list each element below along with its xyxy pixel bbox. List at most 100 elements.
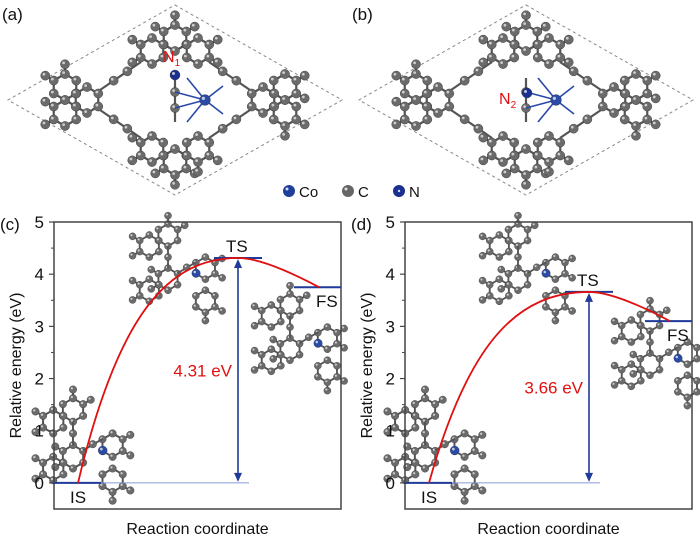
atom-highlight [271, 103, 275, 107]
carbon-atom [48, 101, 59, 112]
atom-highlight [156, 249, 159, 252]
atom-highlight [525, 282, 528, 285]
atom-highlight [42, 72, 46, 76]
carbon-atom [280, 130, 290, 141]
carbon-atom [523, 236, 532, 245]
atom-highlight [480, 134, 484, 138]
atom-highlight [619, 378, 622, 381]
atom-highlight [657, 356, 660, 359]
atom-highlight [193, 293, 196, 296]
carbon-atom [277, 362, 285, 370]
atom-highlight [259, 363, 262, 366]
atom-highlight [137, 293, 140, 296]
atom-highlight [172, 12, 175, 16]
atom-highlight [506, 249, 509, 252]
panel-a-structure: (a) N1 [2, 4, 344, 196]
atom-highlight [137, 249, 140, 252]
atom-highlight [282, 123, 285, 127]
atom-highlight [622, 103, 626, 107]
atom-highlight [424, 77, 428, 81]
atom-highlight [506, 271, 509, 274]
atom-highlight [638, 356, 641, 359]
inset-structure [31, 385, 135, 505]
atom-highlight [160, 152, 164, 156]
atom-highlight [203, 254, 206, 258]
carbon-atom [170, 144, 180, 154]
atom-highlight [61, 460, 64, 463]
carbon-atom [108, 429, 117, 438]
atom-highlight [165, 243, 168, 247]
atom-highlight [647, 373, 650, 376]
carbon-atom [204, 137, 215, 148]
carbon-atom [181, 137, 192, 148]
carbon-atom [391, 411, 400, 420]
carbon-atom [544, 33, 554, 43]
atom-highlight [260, 110, 263, 114]
atom-highlight [647, 328, 650, 332]
atom-highlight [195, 168, 198, 172]
atom-highlight [570, 308, 573, 311]
atom-highlight [422, 387, 425, 390]
atom-highlight [480, 453, 483, 456]
carbon-atom [60, 95, 70, 105]
cobalt-atom [673, 353, 683, 363]
atom-highlight [480, 488, 483, 491]
atom-highlight [278, 352, 281, 355]
atom-highlight [480, 36, 484, 40]
atom-highlight [584, 116, 588, 120]
atom-highlight [110, 454, 113, 457]
atom-highlight [325, 388, 328, 391]
atom-highlight [42, 98, 46, 102]
atom-highlight [293, 116, 297, 120]
atom-highlight [480, 234, 483, 237]
carbon-atom [70, 88, 81, 99]
carbon-atom [267, 323, 276, 331]
cobalt-atom [313, 338, 323, 348]
atom-highlight [137, 54, 141, 58]
carbon-atom [299, 70, 310, 81]
atom-highlight [80, 413, 84, 416]
bond [450, 61, 493, 91]
atom-highlight [160, 41, 164, 45]
atom-highlight [432, 401, 436, 405]
atom-highlight [172, 72, 175, 75]
atom-highlight [315, 363, 318, 366]
atom-highlight [611, 84, 614, 88]
carbon-atom [411, 121, 421, 131]
carbon-atom [610, 381, 619, 389]
bond [99, 61, 142, 91]
y-tick-label: 2 [386, 370, 395, 389]
atom-highlight [546, 159, 549, 162]
carbon-atom [460, 429, 469, 438]
atom-highlight [271, 90, 275, 94]
atom-highlight [511, 41, 515, 45]
carbon-atom [514, 286, 522, 294]
unit-cell-a [6, 4, 344, 196]
atom-highlight [523, 146, 526, 149]
atom-highlight [413, 71, 416, 75]
atom-highlight [675, 378, 678, 381]
carbon-atom [164, 211, 172, 220]
atom-highlight [422, 431, 425, 434]
atom-highlight [432, 413, 436, 416]
carbon-atom [79, 411, 88, 420]
carbon-atom [155, 236, 163, 245]
barrier-arrow-head-up [585, 292, 593, 302]
carbon-atom [204, 52, 215, 63]
atom-highlight [652, 95, 656, 99]
atom-highlight [442, 441, 445, 445]
carbon-atom [59, 411, 68, 420]
carbon-atom [486, 137, 497, 148]
energy-curve [428, 291, 671, 484]
carbon-atom [383, 407, 392, 416]
carbon-atom [164, 253, 172, 261]
bond [450, 109, 493, 139]
carbon-atom [82, 82, 92, 92]
carbon-atom [295, 306, 304, 315]
atom-highlight [546, 133, 549, 136]
atom-highlight [629, 362, 632, 365]
atom-highlight [523, 22, 526, 26]
y-tick-label: 4 [386, 265, 395, 284]
atom-highlight [542, 23, 546, 27]
carbon-atom [693, 343, 700, 352]
